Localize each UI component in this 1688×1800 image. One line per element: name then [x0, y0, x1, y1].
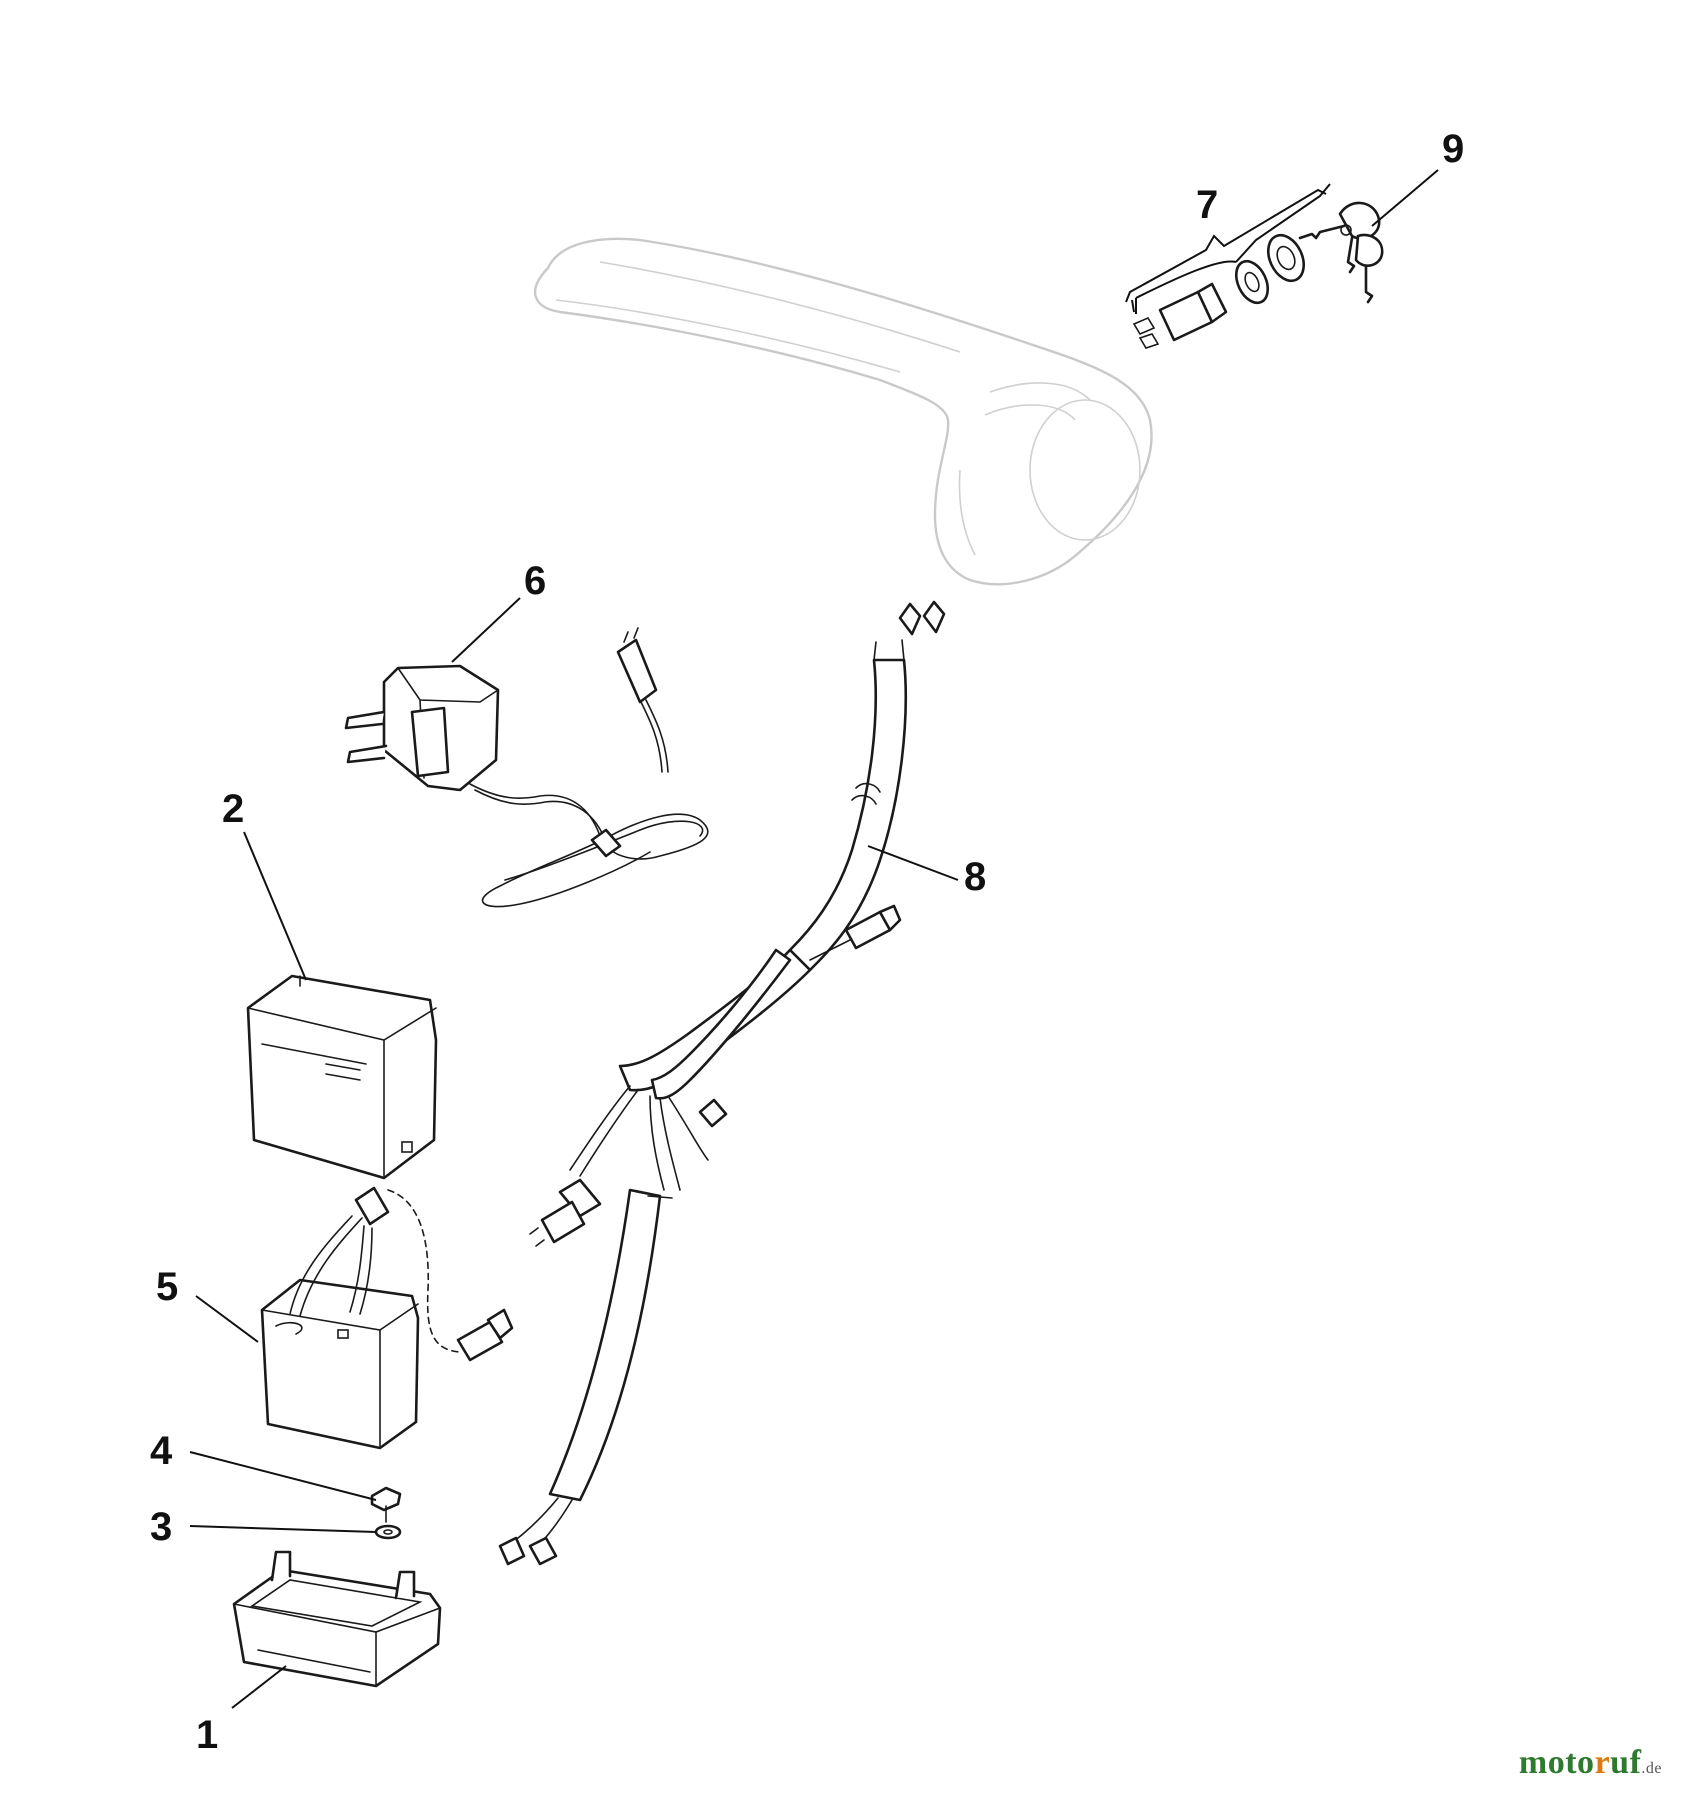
leader-part-9 [1371, 169, 1439, 227]
leader-part-2 [243, 831, 307, 981]
leader-part-5 [195, 1295, 259, 1343]
part-number-labels: 1 2 3 4 5 6 7 8 9 [150, 127, 1464, 1757]
ignition-keys [1298, 201, 1384, 304]
leader-part-1 [231, 1665, 287, 1709]
watermark-brand-end: uf [1610, 1744, 1642, 1781]
handle-cover-ghost [534, 237, 1153, 586]
label-part-5: 5 [156, 1265, 178, 1309]
bracket-part-7 [1125, 188, 1327, 303]
watermark-logo: motoruf.de [1519, 1744, 1662, 1782]
leader-part-3 [189, 1525, 377, 1533]
leader-part-8 [867, 845, 959, 881]
ignition-switch-assembly [1132, 233, 1305, 349]
label-part-3: 3 [150, 1505, 172, 1549]
battery-tray [232, 1550, 442, 1688]
wiring-harness [498, 600, 946, 1566]
watermark-brand-start: moto [1518, 1744, 1595, 1781]
label-part-4: 4 [150, 1429, 173, 1473]
watermark-brand-accent: r [1594, 1744, 1611, 1781]
label-part-9: 9 [1442, 127, 1464, 171]
leader-part-6 [451, 597, 521, 663]
leader-part-4 [189, 1451, 377, 1501]
battery-cover [246, 974, 438, 1180]
washer [374, 1524, 402, 1540]
label-part-1: 1 [196, 1713, 218, 1757]
screw [370, 1486, 402, 1523]
battery [260, 1186, 514, 1450]
label-part-2: 2 [222, 787, 244, 831]
leader-lines [189, 169, 1439, 1709]
leader-part-7 [1131, 183, 1331, 314]
label-part-8: 8 [964, 855, 986, 899]
label-part-6: 6 [524, 559, 546, 603]
watermark-tld: .de [1641, 1760, 1662, 1777]
label-part-7: 7 [1196, 183, 1218, 227]
battery-charger [344, 627, 709, 908]
